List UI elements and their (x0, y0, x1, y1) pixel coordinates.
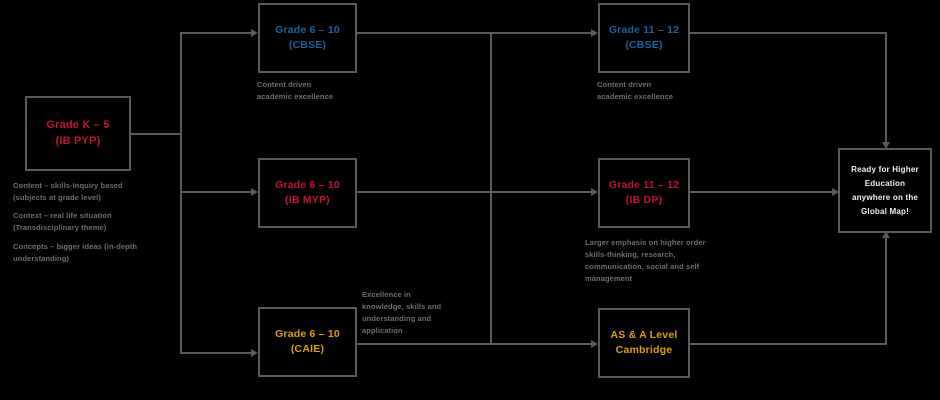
node-grade-6-10-cbse-line1: Grade 6 – 10 (275, 23, 340, 36)
caption-primary-line5: Concepts – bigger ideas (in-depth (13, 241, 138, 251)
node-outcome-line2: Education (864, 178, 906, 188)
arrow-to-cbse-mid-icon (251, 28, 258, 37)
node-grade-6-10-caie-line1: Grade 6 – 10 (275, 327, 340, 340)
node-grade-6-10-cbse-line2: (CBSE) (288, 39, 327, 51)
node-outcome-line3: anywhere on the (851, 192, 919, 202)
arrow-outcome-left-icon (832, 187, 839, 196)
caption-caie-mid: Excellence in knowledge, skills and unde… (362, 289, 480, 338)
connector-cbse-senior-out (690, 32, 887, 34)
connector-cbse-mid-out (357, 32, 593, 34)
connector-primary-spine (180, 32, 182, 354)
connector-caie-mid-out (357, 343, 593, 345)
caption-cbse-mid-line1: Content driven (257, 80, 312, 89)
connector-crossover-spine (490, 32, 492, 345)
connector-alevel-out (690, 343, 887, 345)
caption-cbse-senior: Content driven academic excellence (597, 79, 717, 103)
node-as-a-level-cambridge[interactable]: AS & A Level Cambridge (598, 308, 690, 378)
arrow-to-caie-mid-icon (251, 348, 258, 357)
caption-dp-senior-line3: communication, social and self (585, 262, 700, 272)
caption-dp-senior: Larger emphasis on higher order skills-t… (585, 237, 735, 286)
node-grade-11-12-dp[interactable]: Grade 11 – 12 (IB DP) (598, 158, 690, 228)
node-as-a-level-line2: Cambridge (615, 344, 673, 356)
caption-primary-line4: (Transdisciplinary theme) (13, 223, 107, 233)
caption-cbse-mid: Content driven academic excellence (257, 79, 377, 103)
caption-primary: Content – skills-Inquiry based (subjects… (13, 180, 178, 265)
node-grade-6-10-myp-line1: Grade 6 – 10 (275, 178, 340, 191)
connector-to-cbse-mid (180, 32, 253, 34)
node-as-a-level-line1: AS & A Level (610, 328, 678, 341)
node-grade-11-12-cbse-line2: (CBSE) (625, 39, 663, 51)
node-outcome-line4: Global Map! (861, 206, 909, 216)
caption-dp-senior-line4: management (585, 274, 633, 284)
node-grade-k-5-line2: (IB PYP) (55, 134, 101, 147)
caption-caie-mid-line2: knowledge, skills and (362, 302, 442, 312)
caption-cbse-mid-line2: academic excellence (257, 92, 334, 102)
node-grade-6-10-caie-line2: (CAIE) (290, 343, 325, 355)
connector-cbse-senior-down (885, 32, 887, 145)
caption-dp-senior-line1: Larger emphasis on higher order (585, 238, 706, 247)
node-grade-11-12-dp-line1: Grade 11 – 12 (608, 178, 680, 191)
node-grade-11-12-cbse[interactable]: Grade 11 – 12 (CBSE) (598, 3, 690, 73)
connector-alevel-up (885, 238, 887, 345)
connector-dp-senior-out (690, 191, 834, 193)
arrow-to-dp-senior-icon (591, 187, 598, 196)
node-grade-6-10-myp-line2: (IB MYP) (285, 194, 330, 206)
node-outcome-line1: Ready for Higher (851, 164, 919, 174)
caption-caie-mid-line3: understanding and (362, 314, 432, 324)
connector-primary-out (130, 133, 182, 135)
caption-primary-line1: Content – skills-Inquiry based (13, 181, 123, 190)
node-grade-k-5-line1: Grade K – 5 (46, 118, 110, 131)
arrow-to-alevel-icon (591, 339, 598, 348)
connector-to-caie-mid (180, 352, 253, 354)
arrow-to-cbse-senior-icon (591, 28, 598, 37)
caption-cbse-senior-line1: Content driven (597, 80, 652, 89)
node-grade-k-5[interactable]: Grade K – 5 (IB PYP) (25, 96, 131, 171)
node-grade-11-12-dp-line2: (IB DP) (625, 194, 663, 206)
connector-myp-mid-out (357, 191, 593, 193)
node-grade-6-10-cbse[interactable]: Grade 6 – 10 (CBSE) (258, 3, 357, 73)
caption-caie-mid-line4: application (362, 326, 403, 336)
node-outcome-higher-education[interactable]: Ready for Higher Education anywhere on t… (838, 148, 932, 233)
caption-caie-mid-line1: Excellence in (362, 290, 411, 299)
connector-to-myp-mid (180, 191, 253, 193)
caption-primary-line6: understanding) (13, 253, 69, 263)
node-grade-11-12-cbse-line1: Grade 11 – 12 (608, 23, 680, 36)
caption-dp-senior-line2: skills-thinking, research, (585, 250, 676, 260)
caption-cbse-senior-line2: academic excellence (597, 92, 674, 102)
arrow-to-myp-mid-icon (251, 187, 258, 196)
caption-primary-line3: Context – real life situation (13, 211, 112, 221)
arrow-outcome-bottom-icon (881, 231, 890, 238)
arrow-outcome-top-icon (881, 142, 890, 149)
node-grade-6-10-caie[interactable]: Grade 6 – 10 (CAIE) (258, 307, 357, 377)
node-grade-6-10-myp[interactable]: Grade 6 – 10 (IB MYP) (258, 158, 357, 228)
caption-primary-line2: (subjects at grade level) (13, 193, 101, 203)
